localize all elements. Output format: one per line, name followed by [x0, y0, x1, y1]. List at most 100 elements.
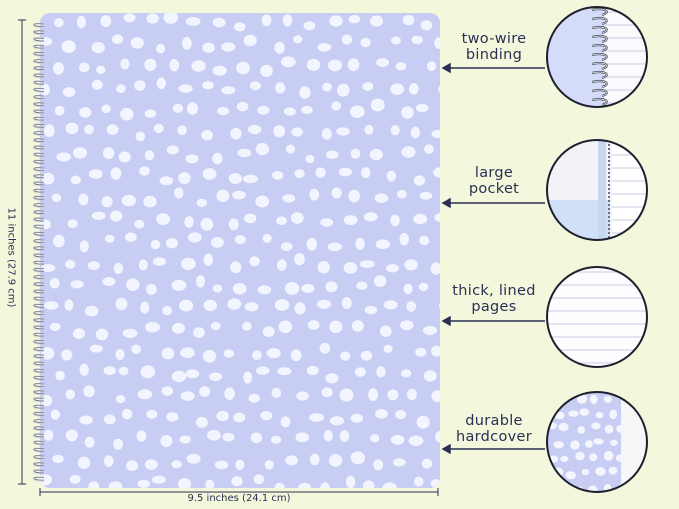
cover-dot [298, 482, 312, 488]
cover-dot [51, 193, 62, 203]
cover-dot [181, 257, 196, 271]
binding-coil-shadow [33, 73, 45, 78]
cover-dot [320, 482, 330, 488]
cover-dot [202, 42, 215, 53]
cover-dot [363, 212, 378, 222]
cover-dot [349, 105, 365, 118]
binding-coil-shadow [33, 203, 45, 207]
cover-dot [187, 102, 198, 115]
cover-dot [103, 366, 116, 376]
cover-dot [364, 124, 374, 135]
cover-dot [40, 264, 56, 272]
cover-dot [230, 261, 242, 274]
cover-dot [78, 193, 89, 206]
cover-dot [326, 150, 339, 159]
cover-dot [180, 347, 195, 359]
binding-coil-shadow [33, 138, 45, 142]
cover-dot [355, 237, 365, 250]
cover-dot [291, 212, 304, 224]
cover-dot [212, 152, 223, 165]
binding-closeup [546, 6, 648, 108]
cover-dot [414, 476, 424, 487]
hardcover-dot [575, 451, 585, 461]
hardcover-dot [579, 408, 590, 416]
cover-dot [275, 82, 286, 94]
cover-dot [54, 105, 65, 116]
cover-dot [261, 14, 272, 27]
binding-coil-shadow [33, 412, 45, 416]
binding-coil-shadow [33, 289, 45, 294]
binding-coil-shadow [33, 116, 45, 121]
cover-dot [294, 169, 305, 178]
cover-dot [130, 37, 144, 49]
cover-dot [431, 390, 440, 403]
binding-coil-shadow [33, 397, 45, 402]
hardcover-dot [560, 485, 569, 492]
cover-dot [348, 15, 361, 24]
cover-dot [89, 344, 103, 353]
cover-dot [188, 232, 202, 243]
cover-dot [233, 412, 246, 423]
hardcover-closeup [546, 391, 648, 493]
binding-coil-shadow [33, 440, 45, 445]
cover-dot [276, 216, 287, 226]
cover-dot [171, 370, 187, 383]
binding-coil-shadow [33, 210, 45, 214]
callout-arrow-head [441, 197, 451, 209]
cover-dot [143, 195, 157, 208]
cover-dot [323, 429, 333, 442]
cover-dot [161, 386, 174, 396]
cover-dot [152, 257, 166, 266]
binding-coil-shadow [33, 30, 45, 34]
cover-dot [328, 454, 343, 467]
cover-dot [306, 365, 319, 376]
cover-dot [350, 413, 364, 423]
cover-dot [70, 175, 81, 185]
cover-dot [276, 259, 287, 271]
cover-dot [321, 387, 333, 398]
hardcover-dot [603, 450, 614, 461]
cover-dot [376, 366, 386, 378]
cover-dot [87, 261, 100, 271]
cover-dot [162, 305, 173, 316]
cover-dot [172, 103, 184, 113]
cover-dot [252, 350, 262, 361]
cover-dot [79, 363, 89, 376]
cover-dot [390, 214, 400, 227]
binding-coil-shadow [33, 239, 45, 243]
cover-dot [137, 389, 153, 400]
cover-dot [386, 264, 400, 273]
cover-dot [217, 107, 230, 116]
cover-dot [103, 455, 114, 467]
binding-coil-shadow [33, 275, 45, 279]
cover-dot [146, 409, 158, 419]
cover-dot [53, 234, 65, 248]
cover-dot [370, 434, 380, 443]
cover-dot [120, 107, 134, 121]
cover-dot [299, 86, 311, 99]
binding-coil-shadow [33, 160, 45, 164]
cover-dot [255, 366, 270, 375]
cover-dot [422, 325, 438, 336]
height-label: 11 inches (27.9 cm) [5, 207, 17, 308]
cover-dot [322, 82, 332, 92]
binding-coil-shadow [33, 145, 45, 150]
zoom-coil-highlight [591, 26, 608, 34]
cover-dot [262, 233, 272, 243]
cover-dot [166, 145, 179, 155]
cover-dot [41, 172, 55, 185]
binding-coil-shadow [33, 325, 45, 330]
hardcover-dot [581, 469, 590, 476]
cover-dot [182, 36, 192, 50]
cover-dot [424, 144, 434, 154]
cover-dot [280, 416, 291, 428]
hardcover-dot [604, 424, 614, 434]
cover-dot [199, 386, 211, 397]
cover-dot [177, 125, 187, 136]
cover-dot [115, 395, 126, 404]
cover-dot [329, 15, 343, 27]
cover-dot [343, 262, 358, 274]
cover-dot [64, 299, 74, 311]
